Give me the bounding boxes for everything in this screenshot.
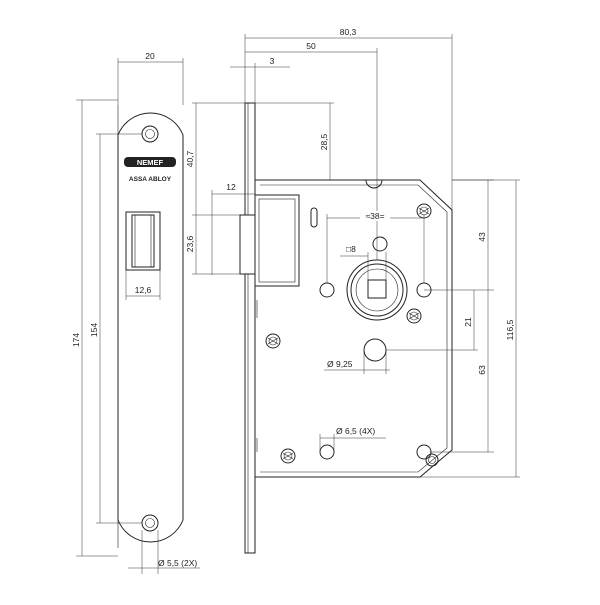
dim-top-to-case: 28,5 (255, 102, 334, 180)
spindle-follower (346, 259, 408, 321)
svg-text:23,6: 23,6 (185, 235, 195, 252)
dim-mounting-hole: Ø 5,5 (2X) (128, 530, 200, 574)
svg-text:154: 154 (89, 323, 99, 337)
dim-fixing-holes: Ø 6,5 (4X) (319, 426, 386, 452)
lock-case (255, 179, 453, 478)
logo-text: NEMEF (137, 158, 164, 167)
bottom-right-fixing-hole (416, 444, 432, 460)
side-faceplate (244, 102, 256, 554)
dim-latch-window-width: 12,6 (125, 270, 161, 300)
svg-text:3: 3 (270, 56, 275, 66)
dim-cylinder-hole: Ø 9,25 (324, 350, 390, 374)
dim-forend-hole-spacing: 154 (89, 133, 142, 524)
dim-cylinder-to-bottom: 63 (430, 290, 494, 453)
latch-bolt (239, 194, 300, 287)
svg-text:20: 20 (145, 51, 155, 61)
dim-faceplate-width: 20 (117, 51, 184, 105)
left-spindle-hole (319, 282, 335, 298)
cylinder-hole (363, 338, 387, 362)
svg-text:Ø 9,25: Ø 9,25 (327, 359, 353, 369)
svg-text:≈38=: ≈38= (365, 211, 384, 221)
svg-text:50: 50 (306, 41, 316, 51)
dim-plate-thickness: 3 (230, 56, 290, 103)
forend-plate (117, 105, 184, 548)
svg-text:174: 174 (71, 333, 81, 347)
case-slot (310, 207, 318, 228)
nemef-logo: NEMEF (124, 157, 176, 167)
dim-forend-length: 174 (71, 99, 118, 557)
dim-spindle-hole-spacing: ≈38= (326, 211, 425, 283)
rivet-bottom-left (280, 448, 296, 464)
dim-overall-depth: 80,3 (244, 27, 453, 210)
spring-hole (372, 236, 388, 252)
svg-text:□8: □8 (346, 244, 356, 254)
latch-window (125, 211, 161, 271)
forend-top-screw-hole (141, 125, 159, 143)
svg-text:116,5: 116,5 (505, 319, 515, 340)
svg-text:Ø 6,5 (4X): Ø 6,5 (4X) (336, 426, 375, 436)
company-text: ASSA ABLOY (129, 176, 172, 183)
svg-text:63: 63 (477, 365, 487, 375)
dim-latch-projection: 12 (211, 182, 255, 275)
rivet-bottom-right (425, 453, 439, 467)
rivet-mid-right (406, 308, 422, 324)
svg-text:40,7: 40,7 (185, 150, 195, 167)
svg-text:12: 12 (226, 182, 236, 192)
bottom-left-fixing-hole (319, 444, 335, 460)
dim-latch-from-top: 40,7 (185, 102, 245, 216)
svg-text:Ø 5,5 (2X): Ø 5,5 (2X) (158, 558, 197, 568)
dim-latch-height: 23,6 (185, 215, 240, 275)
svg-text:28,5: 28,5 (319, 133, 329, 150)
forend-bottom-screw-hole (141, 514, 159, 532)
dim-square-spindle: □8 (340, 244, 387, 280)
rivet-left (265, 333, 281, 349)
svg-text:43: 43 (477, 232, 487, 242)
dim-case-height: 116,5 (420, 179, 520, 478)
dim-backset: 50 (245, 41, 378, 260)
svg-text:12,6: 12,6 (135, 285, 152, 295)
svg-text:21: 21 (463, 317, 473, 327)
dim-follower-to-top: 43 (452, 179, 494, 290)
dim-spindle-to-cylinder: 21 (386, 289, 494, 351)
svg-text:80,3: 80,3 (340, 27, 357, 37)
